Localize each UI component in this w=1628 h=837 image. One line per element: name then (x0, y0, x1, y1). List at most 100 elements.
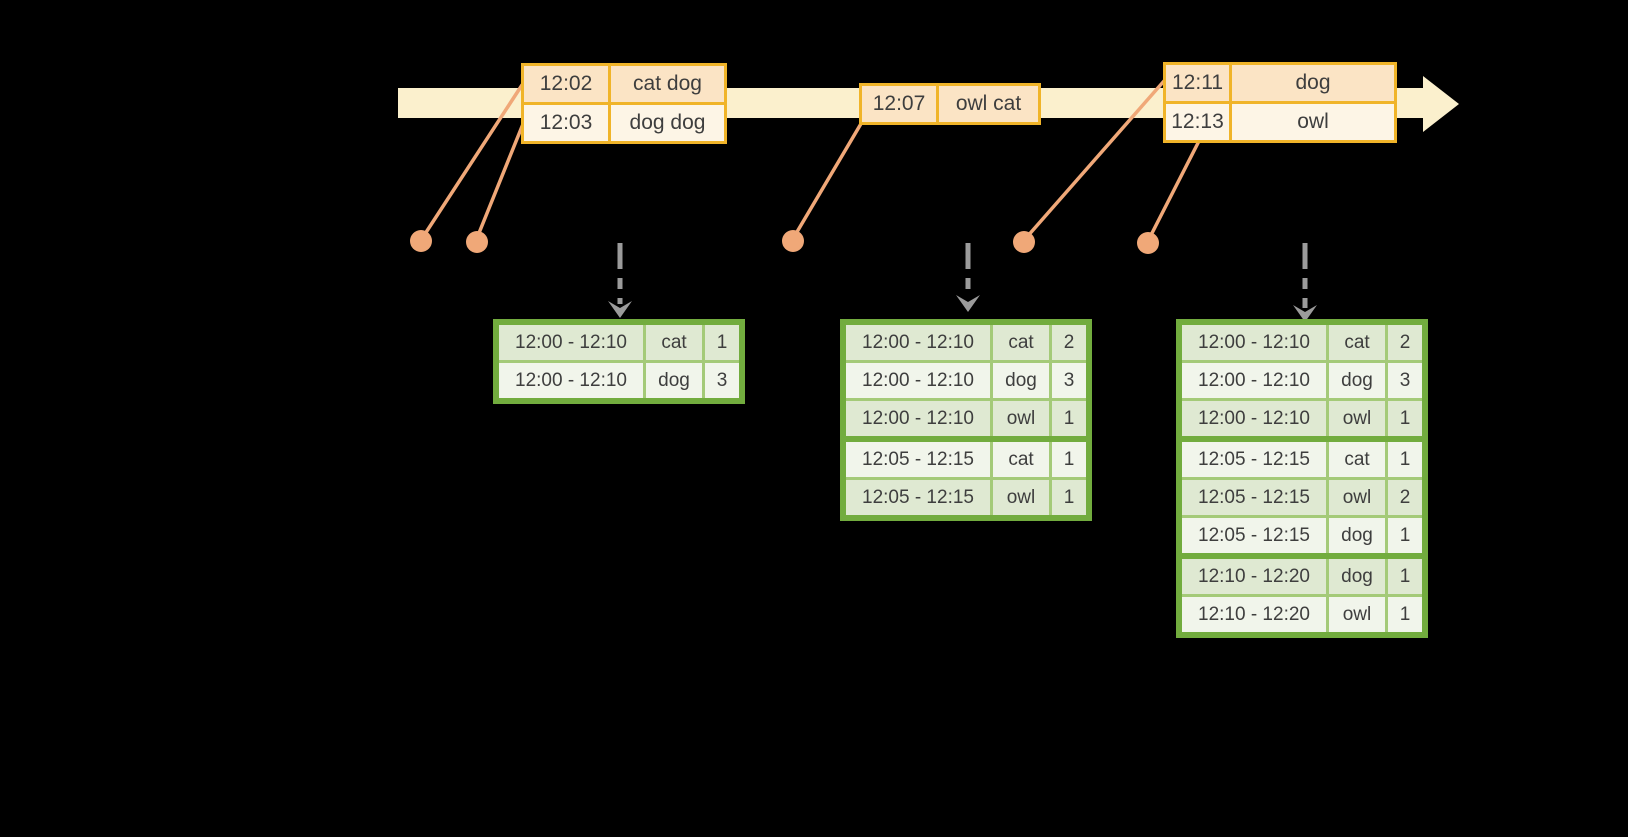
row-separator (1182, 515, 1422, 518)
window-cell: 12:05 - 12:15 (1182, 480, 1326, 515)
word-cell: cat (646, 325, 702, 360)
window-cell: 12:10 - 12:20 (1182, 597, 1326, 632)
word-cell: dog (1329, 559, 1385, 594)
word-cell: cat (993, 325, 1049, 360)
connector-line-1202 (421, 83, 524, 239)
word-cell: owl (993, 401, 1049, 436)
window-cell: 12:05 - 12:15 (1182, 442, 1326, 477)
word-cell: dog (646, 363, 702, 398)
row-separator (1182, 436, 1422, 442)
count-cell: 2 (1388, 480, 1422, 515)
event-time-cell: 12:03 (524, 105, 608, 141)
connector-line-1211 (1024, 79, 1166, 240)
window-cell: 12:00 - 12:10 (1182, 325, 1326, 360)
count-cell: 1 (1388, 597, 1422, 632)
row-separator (1182, 360, 1422, 363)
window-cell: 12:10 - 12:20 (1182, 559, 1326, 594)
connector-line-1213 (1147, 139, 1201, 241)
trigger-arrowhead-icon-3 (1293, 305, 1317, 322)
word-cell: cat (993, 442, 1049, 477)
window-cell: 12:00 - 12:10 (499, 325, 643, 360)
event-words-cell: owl cat (939, 86, 1038, 122)
count-cell: 1 (1388, 401, 1422, 436)
event-dots (410, 230, 1159, 254)
event-time-cell: 12:11 (1166, 65, 1229, 101)
count-cell: 3 (705, 363, 739, 398)
count-cell: 3 (1052, 363, 1086, 398)
word-cell: owl (1329, 480, 1385, 515)
word-cell: owl (1329, 401, 1385, 436)
count-cell: 1 (1052, 480, 1086, 515)
trigger-arrowhead-icon-1 (608, 301, 632, 318)
window-cell: 12:05 - 12:15 (846, 442, 990, 477)
count-cell: 3 (1388, 363, 1422, 398)
count-cell: 1 (705, 325, 739, 360)
count-cell: 2 (1052, 325, 1086, 360)
word-cell: owl (993, 480, 1049, 515)
event-dot-4 (1013, 231, 1035, 253)
trigger-arrows (617, 243, 1308, 308)
window-cell: 12:00 - 12:10 (846, 325, 990, 360)
row-separator (846, 398, 1086, 401)
window-cell: 12:00 - 12:10 (846, 401, 990, 436)
event-dot-1 (410, 230, 432, 252)
row-separator (846, 436, 1086, 442)
count-cell: 1 (1388, 518, 1422, 553)
row-separator (846, 360, 1086, 363)
event-dot-2 (466, 231, 488, 253)
window-cell: 12:00 - 12:10 (499, 363, 643, 398)
row-separator (846, 477, 1086, 480)
count-cell: 1 (1052, 401, 1086, 436)
count-cell: 1 (1052, 442, 1086, 477)
row-separator (499, 360, 739, 363)
event-dot-5 (1137, 232, 1159, 254)
event-words-cell: dog dog (611, 105, 724, 141)
window-cell: 12:05 - 12:15 (1182, 518, 1326, 553)
timeline-arrowhead-icon (1423, 76, 1459, 132)
event-time-cell: 12:07 (862, 86, 936, 122)
window-cell: 12:00 - 12:10 (846, 363, 990, 398)
window-cell: 12:05 - 12:15 (846, 480, 990, 515)
event-connectors (421, 79, 1201, 241)
trigger-arrowhead-icon-2 (956, 295, 980, 312)
row-separator (1182, 477, 1422, 480)
event-words-cell: dog (1232, 65, 1394, 101)
word-cell: cat (1329, 442, 1385, 477)
count-cell: 1 (1388, 559, 1422, 594)
connector-line-1207 (792, 120, 864, 239)
word-cell: dog (1329, 363, 1385, 398)
word-cell: dog (1329, 518, 1385, 553)
row-separator (1182, 398, 1422, 401)
event-time-cell: 12:02 (524, 66, 608, 102)
word-cell: owl (1329, 597, 1385, 632)
connector-line-1203 (475, 122, 525, 240)
window-cell: 12:00 - 12:10 (1182, 401, 1326, 436)
trigger-arrowheads (608, 295, 1317, 322)
row-separator (1182, 553, 1422, 559)
event-dot-3 (782, 230, 804, 252)
